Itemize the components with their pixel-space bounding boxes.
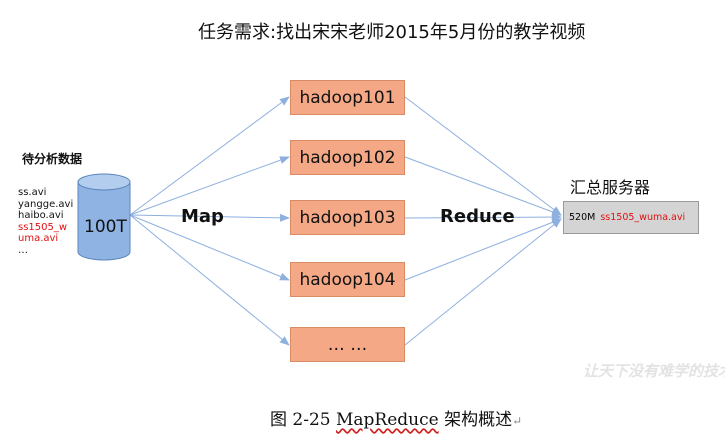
map-arrow — [129, 156, 290, 216]
map-label: Map — [181, 206, 224, 227]
figure-caption: 图 2-25 MapReduce 架构概述↵ — [270, 405, 522, 430]
node-hadoop103: hadoop103 — [290, 200, 405, 235]
file-item: ss.avi — [18, 187, 47, 198]
reduce-arrow — [404, 213, 562, 222]
caption-term: MapReduce — [336, 410, 439, 430]
caption-suffix: 架构概述 — [438, 410, 513, 430]
node-hadoop101: hadoop101 — [290, 80, 405, 115]
server-box: 520M ss1505_wuma.avi — [563, 201, 699, 234]
reduce-arrow — [404, 96, 562, 216]
reduce-arrow — [404, 156, 562, 216]
map-arrow — [129, 214, 290, 281]
server-file: ss1505_wuma.avi — [600, 212, 686, 223]
return-mark-icon: ↵ — [512, 414, 523, 428]
server-size: 520M — [569, 212, 596, 223]
file-list: ss.avi yangge.avi haibo.avi ss1505_w uma… — [18, 187, 73, 256]
node-more: … … — [290, 327, 405, 362]
map-arrow — [129, 96, 290, 216]
reduce-arrow — [404, 218, 562, 346]
server-title: 汇总服务器 — [570, 178, 651, 197]
storage-size-label: 100T — [84, 217, 127, 237]
map-arrow — [129, 213, 290, 222]
map-arrow — [129, 214, 290, 346]
reduce-label: Reduce — [440, 206, 515, 227]
storage-cylinder — [77, 173, 131, 261]
file-item-highlight: ss1505_w — [18, 221, 68, 233]
file-item: haibo.avi — [18, 210, 64, 221]
reduce-arrow — [404, 218, 562, 281]
caption-prefix: 图 2-25 — [270, 410, 336, 430]
node-hadoop102: hadoop102 — [290, 140, 405, 175]
watermark: 让天下没有难学的技术 — [583, 362, 725, 380]
task-title: 任务需求:找出宋宋老师2015年5月份的教学视频 — [198, 22, 586, 43]
file-item: … — [18, 244, 28, 256]
file-item-highlight: uma.avi — [18, 233, 59, 244]
file-item: yangge.avi — [18, 198, 74, 210]
node-hadoop104: hadoop104 — [290, 262, 405, 297]
pending-data-label: 待分析数据 — [22, 152, 83, 166]
